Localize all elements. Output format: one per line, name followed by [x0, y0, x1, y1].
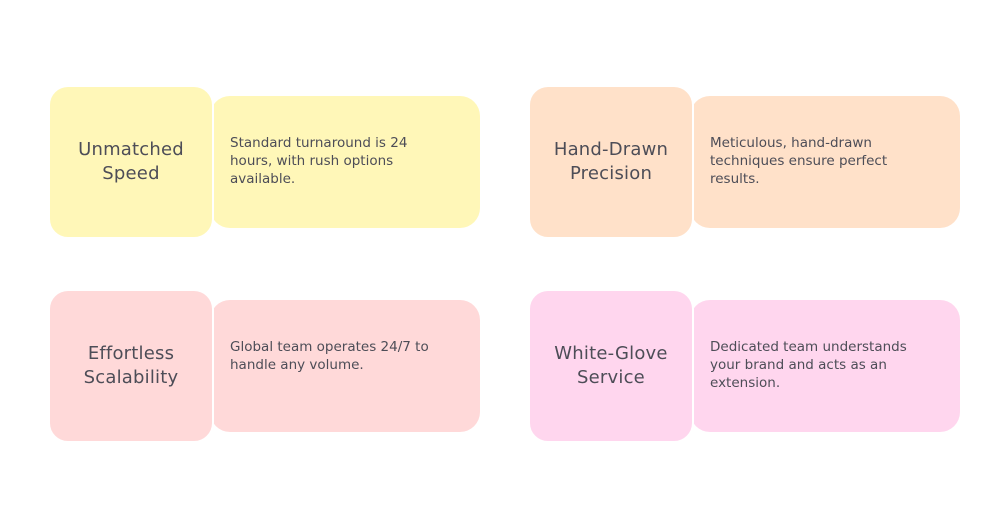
- feature-title: Effortless Scalability: [83, 343, 179, 388]
- feature-description-box: Dedicated team understands your brand an…: [690, 300, 960, 432]
- feature-title-box: Unmatched Speed: [48, 85, 214, 239]
- feature-description-box: Meticulous, hand-drawn techniques ensure…: [690, 96, 960, 228]
- feature-description: Standard turnaround is 24 hours, with ru…: [230, 135, 408, 187]
- feature-card-speed: Standard turnaround is 24 hours, with ru…: [48, 85, 480, 241]
- feature-card-service: Dedicated team understands your brand an…: [528, 289, 960, 445]
- feature-description: Global team operates 24/7 to handle any …: [230, 339, 429, 373]
- feature-card-scalability: Global team operates 24/7 to handle any …: [48, 289, 480, 445]
- feature-title-box: White-Glove Service: [528, 289, 694, 443]
- feature-title: White-Glove Service: [554, 343, 668, 388]
- feature-card-precision: Meticulous, hand-drawn techniques ensure…: [528, 85, 960, 241]
- feature-title-box: Effortless Scalability: [48, 289, 214, 443]
- feature-description-box: Standard turnaround is 24 hours, with ru…: [210, 96, 480, 228]
- feature-title: Unmatched Speed: [78, 139, 184, 184]
- feature-title-box: Hand-Drawn Precision: [528, 85, 694, 239]
- feature-description: Meticulous, hand-drawn techniques ensure…: [710, 135, 888, 187]
- feature-title: Hand-Drawn Precision: [553, 139, 669, 184]
- feature-description: Dedicated team understands your brand an…: [710, 339, 907, 391]
- feature-description-box: Global team operates 24/7 to handle any …: [210, 300, 480, 432]
